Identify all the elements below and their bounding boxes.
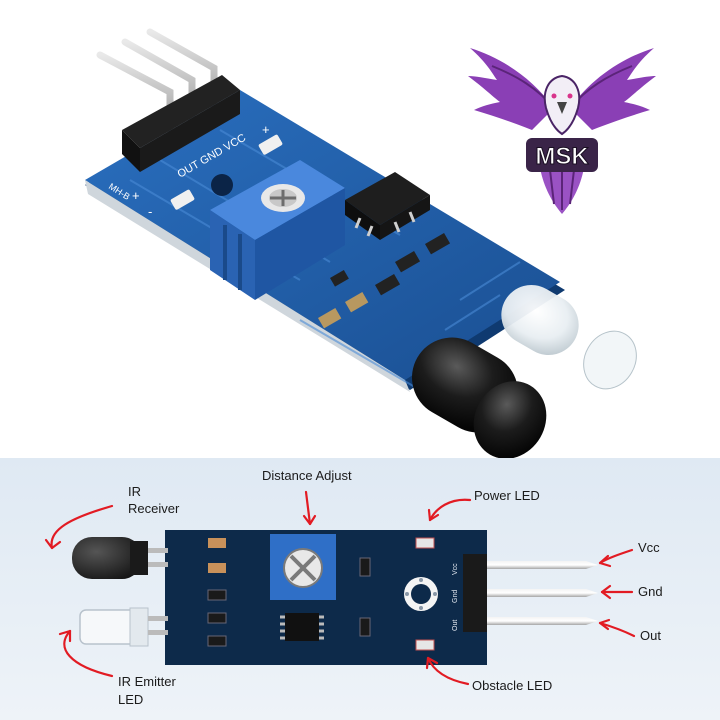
photo-ir-receiver (412, 337, 547, 459)
header-pin-gnd: Gnd (452, 589, 459, 603)
label-vcc: Vcc (638, 540, 660, 555)
label-out: Out (640, 628, 661, 643)
label-obstacle-led: Obstacle LED (472, 678, 553, 693)
ic-chip (345, 172, 430, 240)
pinout-diagram (0, 458, 720, 720)
label-ir-receiver-line2: Receiver (128, 501, 180, 516)
photo-ir-emitter (501, 285, 637, 390)
diagram-power-led (415, 537, 435, 549)
label-ir-emitter-line2: LED (118, 692, 144, 707)
diagram-obstacle-led (415, 639, 435, 651)
diagram-ir-emitter (79, 607, 168, 647)
annotation-arrows (44, 490, 636, 686)
header-pin-vcc: Vcc (452, 563, 459, 575)
smd-components (318, 233, 451, 329)
logo-left-wing (468, 48, 554, 130)
silkscreen-minus: - (148, 204, 152, 219)
logo-right-wing (570, 48, 656, 130)
label-gnd: Gnd (638, 584, 663, 599)
header-pin-out: Out (452, 619, 459, 631)
diagram-potentiometer (270, 534, 336, 600)
diagram-mounting-hole (404, 577, 438, 611)
diagram-header (463, 554, 487, 632)
sensor-module-photo: OUT GND VCC MH-B + + - (85, 28, 637, 459)
label-distance-adjust: Distance Adjust (262, 468, 352, 483)
label-ir-receiver-line1: IR (128, 484, 141, 499)
potentiometer (210, 160, 345, 300)
label-ir-emitter-line1: IR Emitter (118, 674, 176, 689)
photo-power-led (258, 134, 283, 155)
diagram-ic (280, 613, 324, 641)
header-block (122, 75, 240, 172)
diagram-ir-receiver (72, 537, 168, 579)
mounting-hole (211, 174, 233, 196)
silkscreen-plus-left: + (132, 188, 140, 203)
photo-obstacle-led (170, 189, 195, 210)
logo-text: MSK (535, 143, 589, 170)
msk-logo: MSK (468, 48, 656, 214)
label-power-led: Power LED (474, 488, 540, 503)
logo-banner (526, 138, 598, 172)
diagram-pins (487, 561, 598, 625)
silkscreen-plus-top: + (262, 122, 270, 137)
diagram-smd-left (207, 538, 227, 647)
